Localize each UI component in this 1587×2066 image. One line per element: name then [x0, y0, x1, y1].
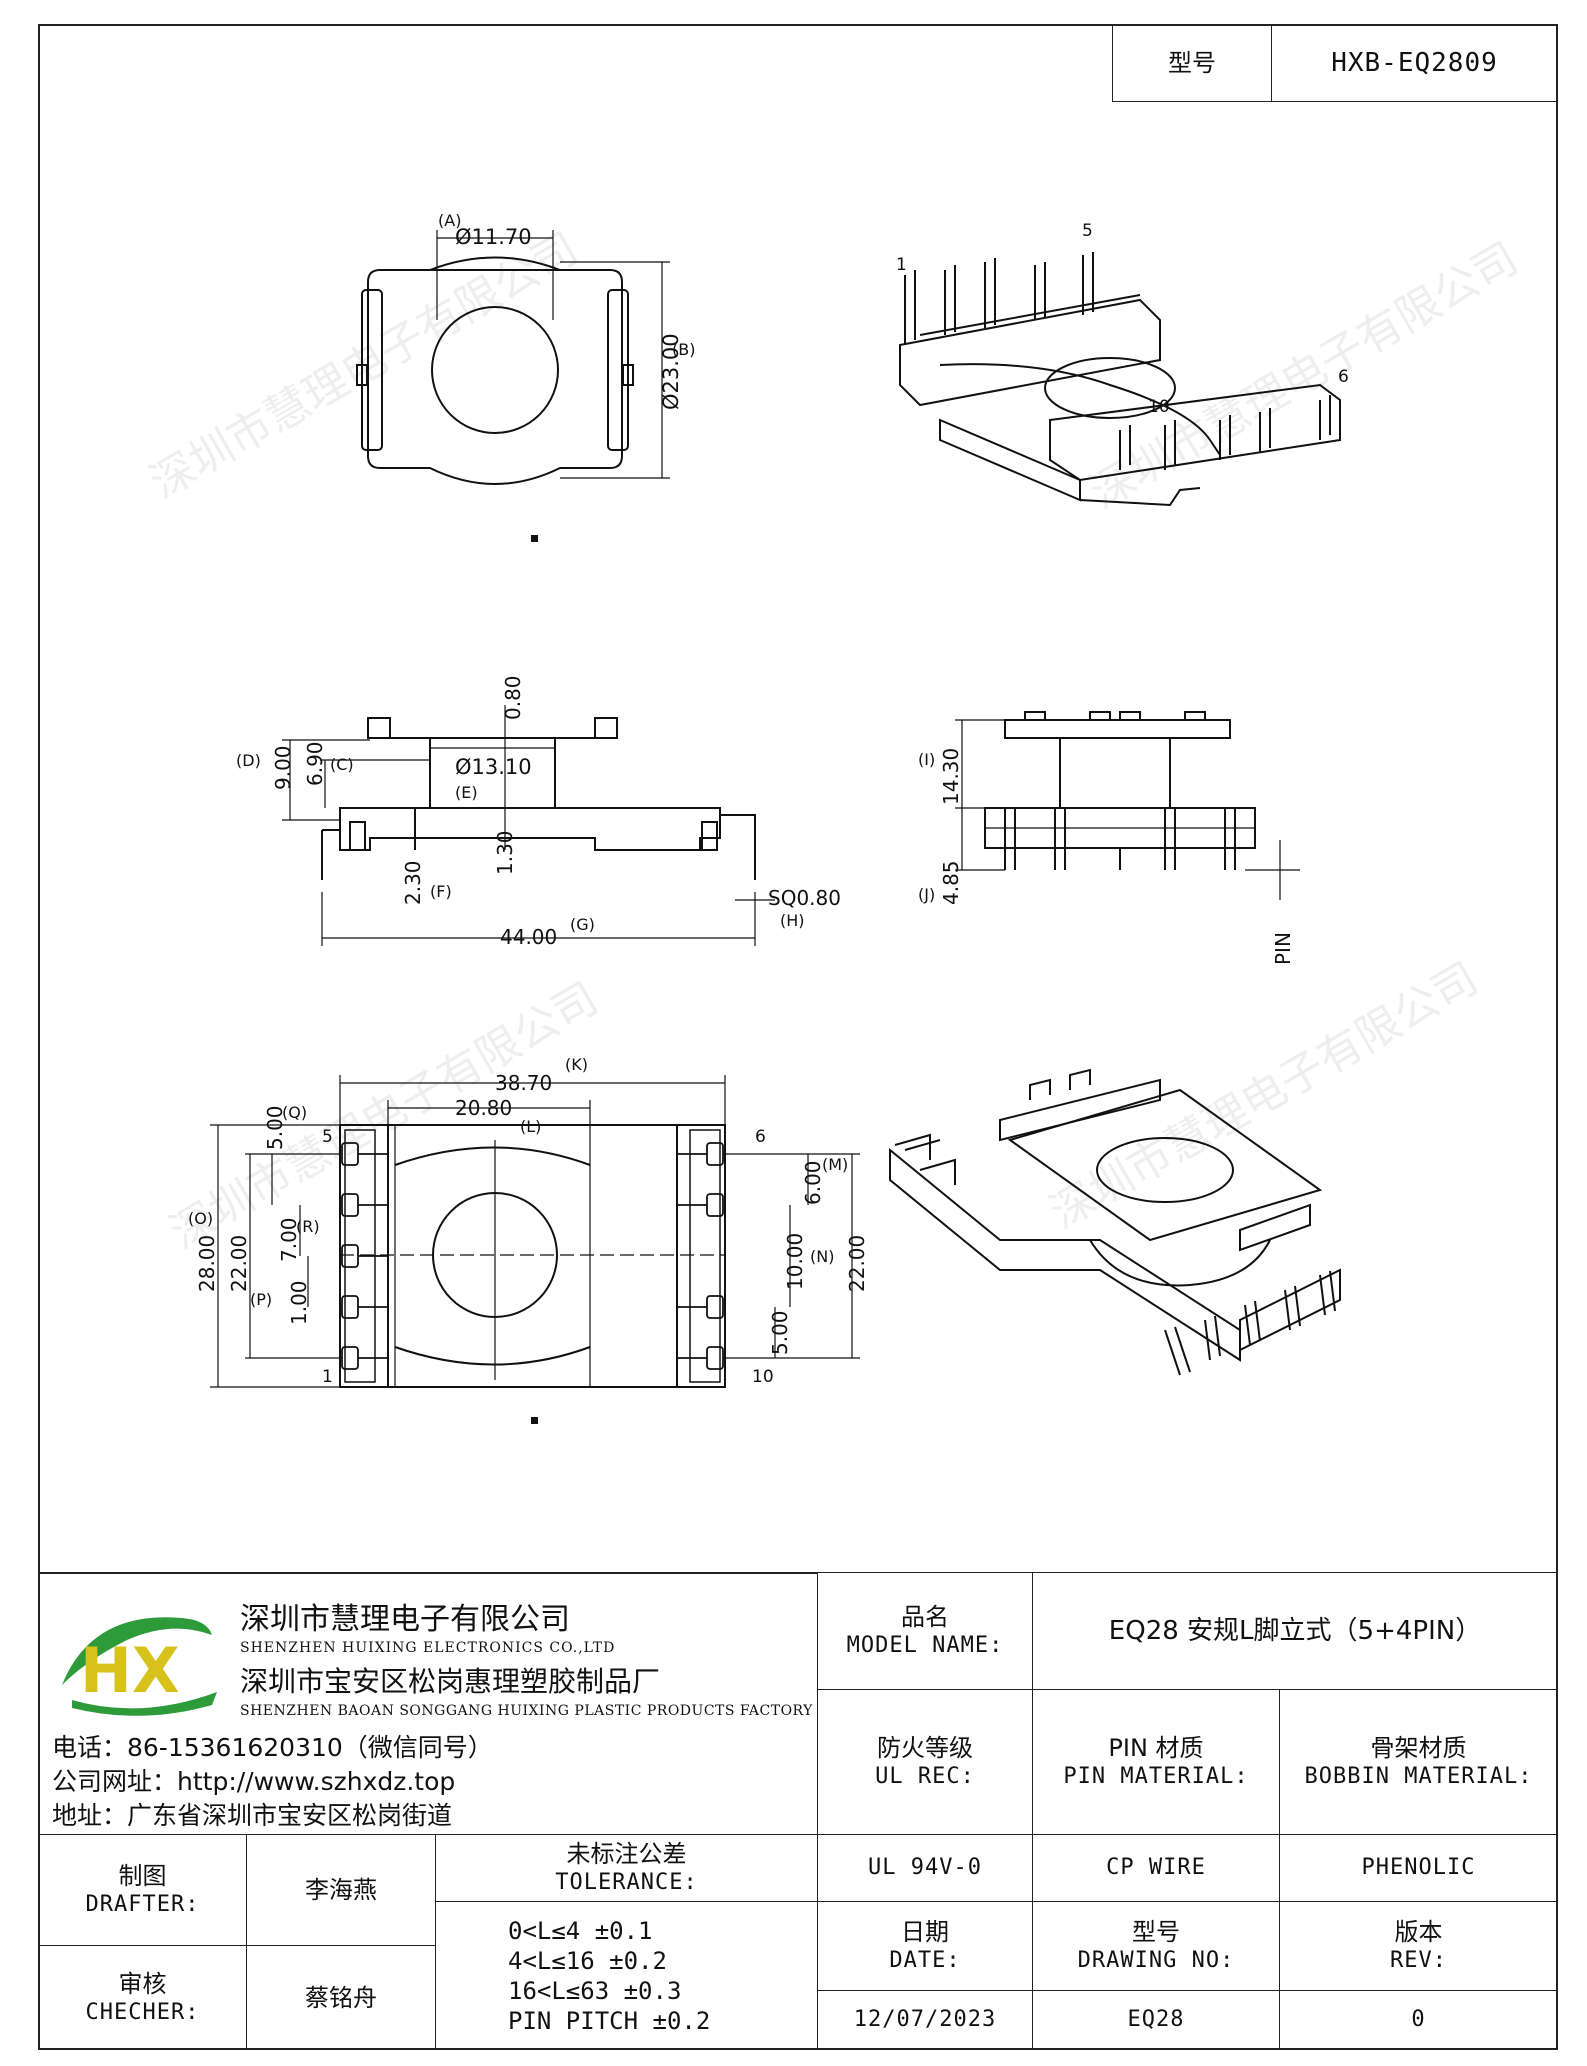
dim-3870: 38.70 [495, 1071, 552, 1095]
tag-r: (R) [296, 1217, 320, 1236]
tolerance-row: PIN PITCH ±0.2 [508, 2006, 711, 2035]
bottom-pin-6: 6 [755, 1127, 766, 1147]
factory-name-en: SHENZHEN BAOAN SONGGANG HUIXING PLASTIC … [240, 1703, 813, 1719]
company-website: 公司网址：http://www.szhxdz.top [52, 1767, 456, 1796]
tag-k: (K) [565, 1055, 588, 1074]
tolerance-row: 0<L≤4 ±0.1 [508, 1916, 653, 1945]
company-address: 地址：广东省深圳市宝安区松岗街道 [52, 1801, 453, 1830]
company-name-en: SHENZHEN HUIXING ELECTRONICS CO.,LTD [240, 1640, 616, 1656]
tag-o: (O) [188, 1209, 213, 1228]
iso-pin-5: 5 [1082, 221, 1093, 241]
iso-view-top [899, 252, 1341, 507]
factory-name-cn: 深圳市宝安区松岗惠理塑胶制品厂 [240, 1665, 661, 1698]
dim-1430: 14.30 [939, 748, 963, 805]
tolerance-row: 16<L≤63 ±0.3 [508, 1976, 682, 2005]
tag-f: (F) [430, 882, 452, 901]
bottom-pin-5: 5 [322, 1127, 333, 1147]
bottom-view [210, 1075, 860, 1424]
tag-h: (H) [780, 911, 805, 930]
company-phone: 电话：86-15361620310（微信同号） [52, 1733, 493, 1762]
tolerance-row: 4<L≤16 ±0.2 [508, 1946, 667, 1975]
ul-rec-value: UL 94V-0 [817, 1834, 1033, 1902]
checker-label: 审核 CHECHER: [38, 1945, 247, 2050]
dim-2200-right: 22.00 [845, 1235, 869, 1292]
drafter-label: 制图 DRAFTER: [38, 1834, 247, 1946]
dim-2800: 28.00 [195, 1235, 219, 1292]
pin-material-label: PIN 材质 PIN MATERIAL: [1032, 1689, 1280, 1835]
date-label: 日期 DATE: [817, 1901, 1033, 1991]
iso-pin-6: 6 [1338, 367, 1349, 387]
dim-900: 9.00 [271, 745, 295, 790]
dim-e: Ø13.10 [455, 755, 532, 779]
side-view [282, 705, 775, 946]
dim-485: 4.85 [939, 860, 963, 905]
date-value: 12/07/2023 [817, 1990, 1033, 2050]
tag-j: (J) [918, 885, 935, 904]
pin-label: PIN [1271, 932, 1295, 965]
tolerance-label: 未标注公差 TOLERANCE: [435, 1834, 818, 1902]
checker-value: 蔡铭舟 [246, 1945, 436, 2050]
bobbin-material-value: PHENOLIC [1279, 1834, 1558, 1902]
tag-b: (B) [672, 340, 695, 359]
dim-080: 0.80 [501, 675, 525, 720]
header-model-label: 型号 [1112, 24, 1272, 102]
front-view [955, 711, 1300, 900]
logo-text: HX [80, 1634, 180, 1707]
dim-130: 1.30 [493, 830, 517, 875]
tag-a: (A) [438, 211, 461, 230]
dim-2200-left: 22.00 [227, 1235, 251, 1292]
model-name-label: 品名 MODEL NAME: [817, 1572, 1033, 1690]
company-name-cn: 深圳市慧理电子有限公司 [240, 1602, 570, 1637]
dim-b: Ø23.00 [659, 333, 683, 410]
dim-4400: 44.00 [500, 925, 557, 949]
dim-700: 7.00 [277, 1217, 301, 1262]
dim-sq: SQ0.80 [768, 886, 841, 910]
tag-n: (N) [810, 1247, 834, 1266]
drafter-value: 李海燕 [246, 1834, 436, 1946]
rev-label: 版本 REV: [1279, 1901, 1558, 1991]
iso-pin-10: 10 [1148, 397, 1170, 417]
header-model-value: HXB-EQ2809 [1271, 24, 1558, 102]
dim-500-b: 5.00 [768, 1310, 792, 1355]
tag-q: (Q) [282, 1103, 307, 1122]
iso-view-bottom [889, 1068, 1341, 1376]
tag-m: (M) [822, 1155, 848, 1174]
dim-600: 6.00 [801, 1160, 825, 1205]
dim-a: Ø11.70 [455, 225, 532, 249]
model-name-value: EQ28 安规L脚立式（5+4PIN） [1032, 1572, 1558, 1690]
ul-rec-label: 防火等级 UL REC: [817, 1689, 1033, 1835]
pin-material-value: CP WIRE [1032, 1834, 1280, 1902]
drawing-no-value: EQ28 [1032, 1990, 1280, 2050]
dim-690: 6.90 [303, 741, 327, 786]
tolerance-table: 0<L≤4 ±0.1 4<L≤16 ±0.2 16<L≤63 ±0.3 PIN … [435, 1901, 818, 2050]
tag-d: (D) [236, 751, 261, 770]
company-block [38, 1572, 818, 1842]
dim-500-q: 5.00 [263, 1105, 287, 1150]
technical-drawing: (A) Ø11.70 Ø23.00 (B) 1 5 6 10 [188, 211, 1349, 1424]
bottom-pin-1: 1 [322, 1367, 333, 1387]
tag-p: (P) [250, 1290, 272, 1309]
dim-230: 2.30 [401, 860, 425, 905]
iso-pin-1: 1 [896, 255, 907, 275]
dim-2080: 20.80 [455, 1096, 512, 1120]
tag-e: (E) [455, 783, 478, 802]
bottom-pin-10: 10 [752, 1367, 774, 1387]
dim-100: 1.00 [287, 1280, 311, 1325]
rev-value: 0 [1279, 1990, 1558, 2050]
tag-c: (C) [330, 755, 354, 774]
tag-i: (I) [918, 750, 935, 769]
tag-l: (L) [520, 1117, 541, 1136]
bobbin-material-label: 骨架材质 BOBBIN MATERIAL: [1279, 1689, 1558, 1835]
top-view [356, 230, 670, 542]
company-logo: HX [52, 1600, 222, 1720]
dim-1000: 10.00 [783, 1233, 807, 1290]
drawing-no-label: 型号 DRAWING NO: [1032, 1901, 1280, 1991]
tag-g: (G) [570, 915, 595, 934]
